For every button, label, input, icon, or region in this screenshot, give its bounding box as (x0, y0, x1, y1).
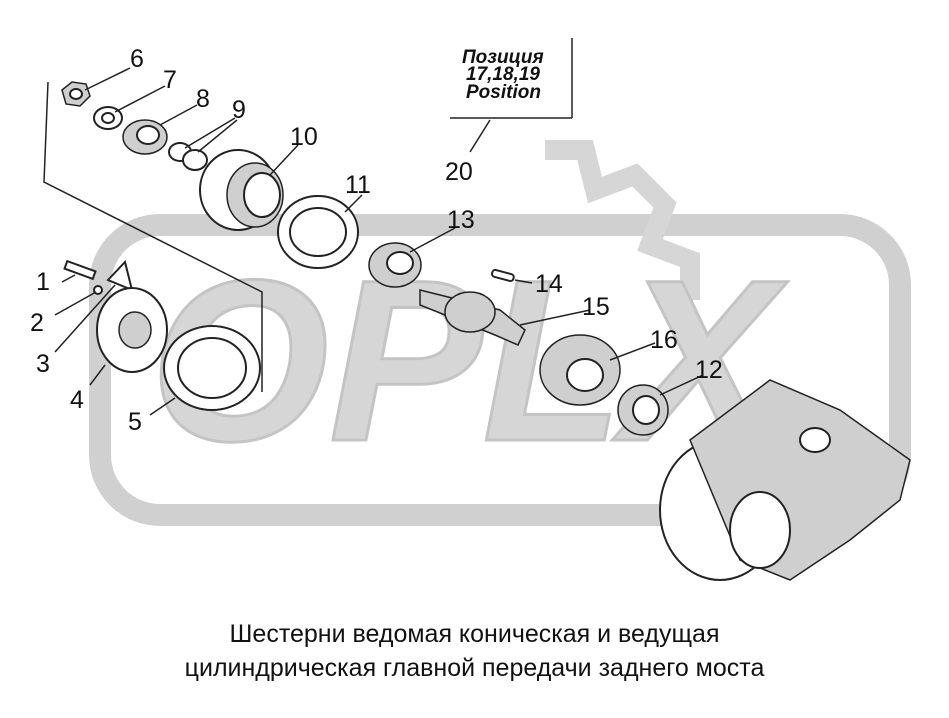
watermark-text: OPLX (150, 232, 788, 489)
cover-4 (96, 287, 168, 373)
watermark-logo: OPLX (89, 140, 911, 526)
bracket-3 (106, 259, 134, 292)
assembly-bracket (43, 81, 263, 392)
bolt-1 (63, 259, 97, 281)
callout-3: 3 (36, 350, 50, 378)
bearing-13 (368, 242, 422, 288)
callout-10: 10 (290, 123, 318, 151)
bearing-housing-10 (199, 149, 284, 231)
bevel-gear-16 (539, 334, 621, 406)
nut-6 (61, 81, 91, 107)
callout-1: 1 (36, 268, 50, 296)
callout-15: 15 (582, 293, 610, 321)
callout-5: 5 (128, 408, 142, 436)
callout-11: 11 (345, 171, 371, 199)
bearing-8 (122, 119, 168, 155)
callout-14: 14 (535, 270, 563, 298)
gasket-11 (277, 195, 359, 269)
bearing-12 (617, 384, 669, 436)
callout-6: 6 (130, 45, 144, 73)
position-label-en: Position (466, 82, 541, 103)
washer-7 (93, 106, 123, 130)
position-numbers: 17,18,19 (466, 64, 540, 85)
key-14 (491, 268, 515, 283)
callout-8: 8 (196, 85, 210, 113)
callout-16: 16 (650, 326, 678, 354)
position-note: Позиция 17,18,19 Position (450, 38, 573, 153)
leader-lines (54, 67, 704, 416)
callout-2: 2 (30, 309, 44, 337)
callout-12: 12 (695, 356, 723, 384)
axle-housing (659, 379, 911, 581)
drive-shaft-15 (419, 289, 526, 346)
callout-4: 4 (70, 386, 84, 414)
gasket-5 (163, 325, 261, 411)
caption-line-2: цилиндрическая главной передачи заднего … (184, 654, 765, 682)
callout-20: 20 (445, 158, 473, 186)
callout-9: 9 (232, 96, 246, 124)
caption-line-1: Шестерни ведомая коническая и ведущая (229, 620, 720, 648)
position-label-ru: Позиция (462, 47, 544, 68)
callout-7: 7 (163, 66, 177, 94)
callout-13: 13 (447, 206, 475, 234)
